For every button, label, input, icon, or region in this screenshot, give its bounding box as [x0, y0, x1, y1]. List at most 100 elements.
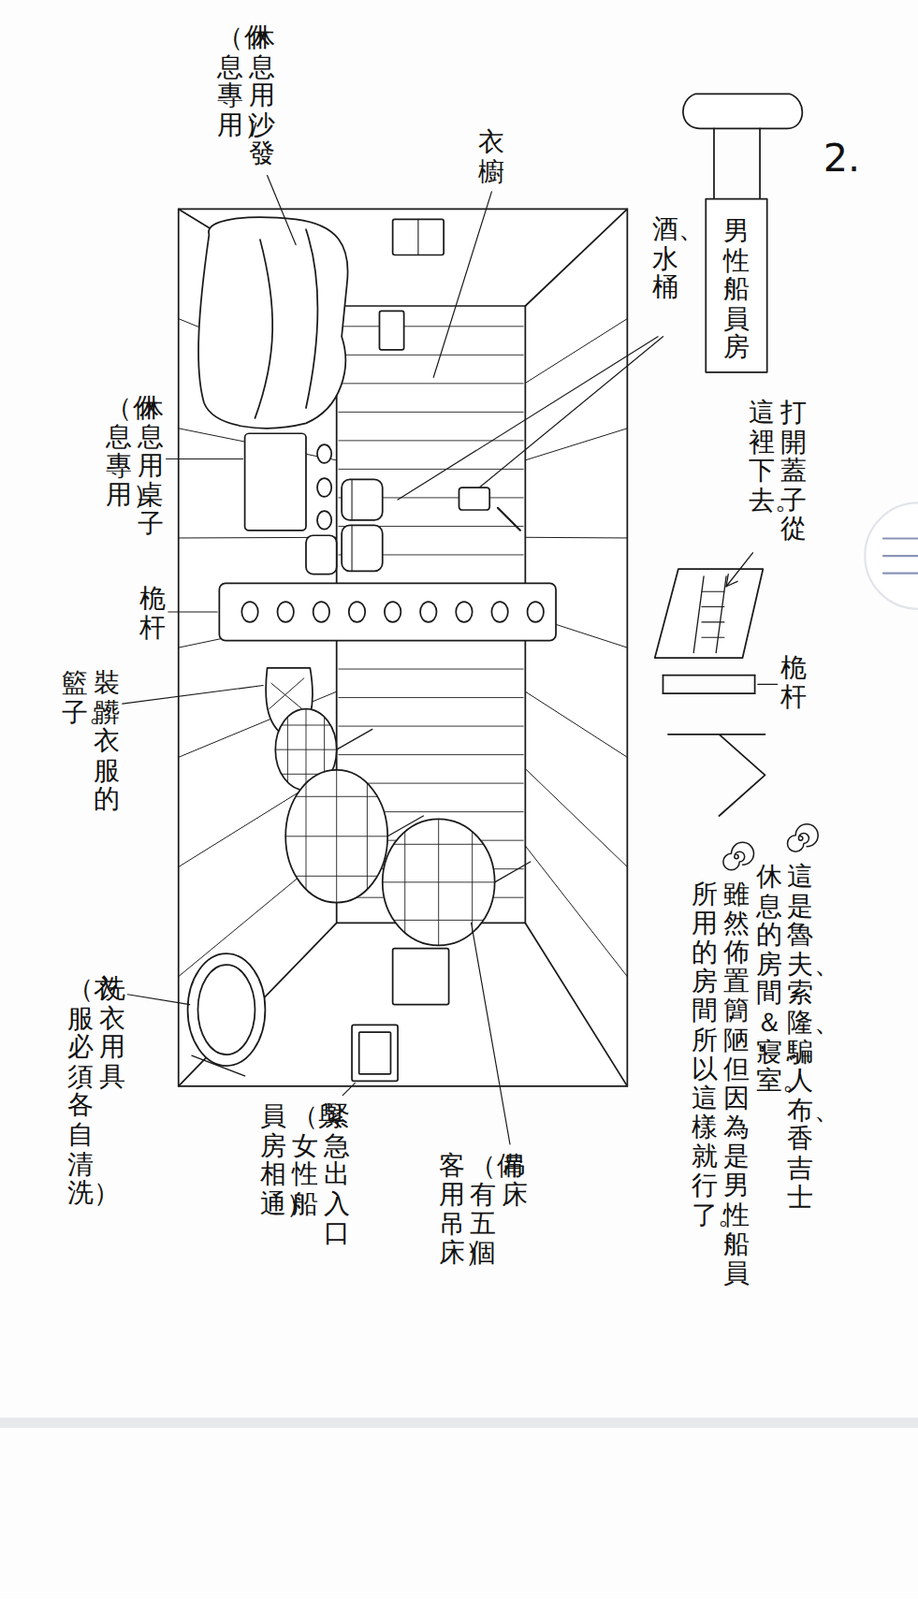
text-column: 裝髒衣服的 [93, 668, 120, 815]
leader-line [479, 336, 663, 488]
cup [317, 478, 332, 497]
text-column: 打開蓋子從 [780, 397, 807, 544]
spiral-mark [723, 842, 755, 870]
hammock-mesh [295, 796, 378, 798]
ladder-rung [701, 606, 725, 608]
text-column: 雖然佈置簡陋，但因為是男性船員 [723, 879, 750, 1288]
mast [218, 582, 556, 641]
scroll-side [713, 128, 715, 199]
ceiling-plank [524, 319, 627, 384]
text-column: 休息用沙發 [248, 22, 276, 169]
part-label: 桅杆 [139, 582, 166, 642]
text-column: （備有五個 [469, 1151, 496, 1268]
hammock-rope [336, 728, 373, 750]
text-column: 員房相通） [260, 1101, 287, 1219]
wall-plank [338, 325, 524, 327]
ladder [715, 576, 727, 654]
part-label: 休息用桌子（休息專用） [105, 393, 164, 540]
ceiling-plank [524, 769, 627, 868]
mast-peg [276, 601, 293, 623]
text-column: （與女性船 [291, 1101, 319, 1219]
wall-plank [338, 754, 524, 756]
leader-line [397, 336, 658, 500]
ladder-rung [701, 591, 725, 593]
leader-line [342, 1083, 355, 1096]
mast-peg [455, 601, 472, 623]
text-column: 吊床 [501, 1151, 528, 1210]
wall-plank [338, 697, 524, 699]
wall-cabinet [378, 310, 404, 350]
barrel [341, 524, 383, 571]
cup [317, 444, 332, 464]
side-button [864, 502, 918, 609]
title: 男性船員房 [723, 216, 750, 363]
inset-mast [754, 675, 757, 695]
side-button-line [883, 571, 918, 574]
text-column: 休息的房間＆寢室。 [756, 861, 783, 1095]
room-frame [178, 208, 628, 1086]
hammock-mesh [295, 875, 378, 877]
wall-plank [338, 726, 524, 728]
washboard [191, 1055, 246, 1077]
barrel-hoop [351, 524, 353, 571]
scroll-side [758, 128, 761, 199]
hammock [285, 770, 388, 904]
mast-peg [491, 601, 508, 623]
text-column: 緊急出入口 [323, 1101, 350, 1248]
inset-mast [663, 692, 756, 695]
mast-peg [384, 601, 401, 623]
hammock-mesh [393, 844, 484, 846]
wardrobe-door [417, 218, 419, 255]
spiral-mark [786, 824, 818, 852]
leader-line [267, 174, 297, 245]
note: 打開蓋子從這裡下去。 [748, 397, 807, 544]
text-column: （休息專用） [217, 22, 244, 140]
text-column: （衣服必須各自清洗） [67, 974, 94, 1208]
room-edge [524, 208, 627, 306]
wardrobe [393, 218, 445, 255]
ladder-rung [701, 637, 725, 639]
hammock-mesh [275, 749, 336, 751]
bottle [497, 508, 521, 531]
mast-peg [241, 601, 258, 623]
text-column: 客用吊床） [438, 1151, 466, 1268]
mast-peg [420, 601, 437, 623]
inset-roof [668, 734, 766, 816]
sofa-cushion [306, 229, 318, 408]
hammock-mesh [281, 724, 331, 726]
barrel [306, 535, 337, 574]
basket-weave [269, 678, 305, 710]
inset-mast [662, 675, 665, 695]
text-column: 籃子。 [61, 668, 88, 727]
ladder-rung [701, 621, 725, 623]
wall-plank [338, 439, 524, 441]
ceiling-plank [524, 845, 627, 977]
hammock [382, 818, 496, 946]
ladder [693, 576, 704, 654]
text-column: 男性船員房 [723, 216, 750, 363]
leader-line [471, 922, 510, 1145]
text-column: 2. [823, 137, 862, 181]
cup [317, 510, 332, 530]
text-column: 衣櫥 [478, 127, 505, 186]
part-label: 桅杆 [780, 653, 807, 712]
text-column: 休息用桌子 [137, 393, 164, 540]
ceiling-plank [524, 428, 627, 461]
sofa-cushion [255, 239, 274, 419]
text-column: 酒、水桶 [652, 214, 679, 303]
inset-mast [663, 674, 756, 677]
scroll-top [683, 93, 802, 129]
ceiling-plank [524, 691, 627, 758]
washing-tub [188, 953, 266, 1066]
hammock-mesh [393, 919, 484, 921]
leader-line [433, 191, 492, 378]
page-number: 2. [823, 137, 862, 181]
part-label: 衣櫥 [478, 127, 505, 186]
ceiling-plank [524, 537, 627, 540]
note: 雖然佈置簡陋，但因為是男性船員所用的房間，所以這樣就行了。 [691, 879, 750, 1288]
part-label: 裝髒衣服的籃子。 [61, 668, 120, 815]
leader-line [168, 611, 218, 612]
room-edge [524, 922, 627, 1086]
wall-plank [338, 411, 524, 413]
